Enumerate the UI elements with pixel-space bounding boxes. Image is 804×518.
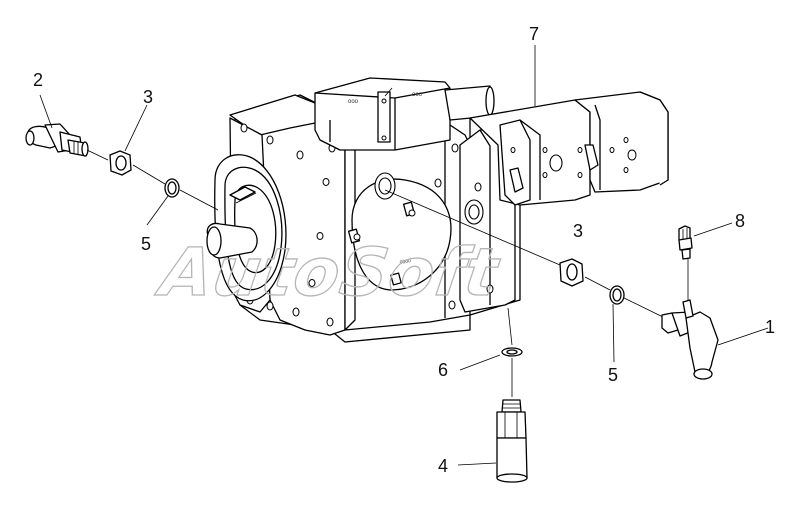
svg-text:ooo: ooo (348, 99, 359, 105)
pump-housing: 0000 (229, 91, 521, 343)
callout-4: 4 (438, 456, 448, 476)
callout-7: 7 (529, 24, 539, 44)
callout-1: 1 (765, 317, 775, 337)
left-fittings (25, 123, 219, 211)
callout-3b: 3 (573, 221, 583, 241)
callout-8: 8 (735, 211, 745, 231)
watermark-text: AutoSoft (151, 233, 504, 311)
auxiliary-pump (469, 91, 669, 206)
callout-3a: 3 (143, 87, 153, 107)
svg-text:0000: 0000 (399, 258, 411, 266)
callout-5b: 5 (608, 365, 618, 385)
right-fittings (384, 189, 719, 380)
svg-text:ooo: ooo (412, 92, 423, 98)
callout-leaders (39, 45, 769, 466)
bottom-fittings (496, 307, 528, 483)
callout-2: 2 (33, 70, 43, 90)
input-flange (206, 154, 287, 302)
top-valve-block: ooo ooo (314, 77, 495, 151)
callout-5a: 5 (141, 234, 151, 254)
callout-6: 6 (438, 360, 448, 380)
